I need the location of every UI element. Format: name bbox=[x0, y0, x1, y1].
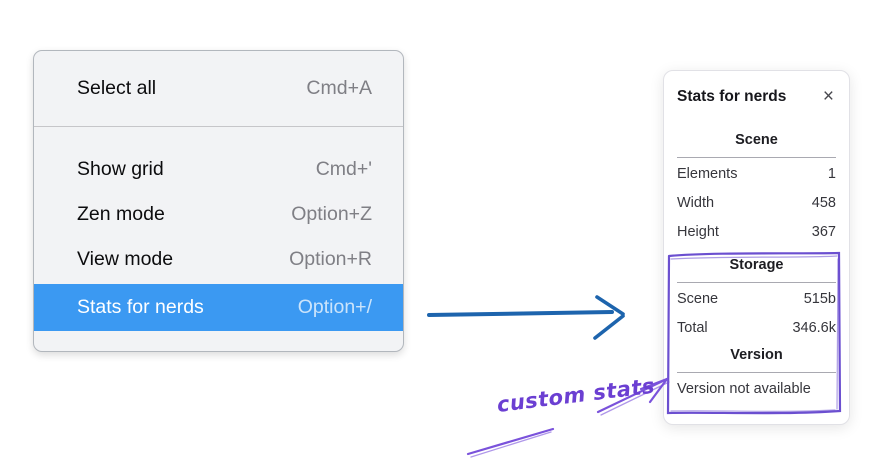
version-note: Version not available bbox=[677, 381, 811, 397]
menu-group-top: Select all Cmd+A bbox=[34, 51, 403, 126]
section-divider bbox=[677, 282, 836, 283]
panel-title-row: Stats for nerds × bbox=[677, 86, 836, 108]
stat-label: Elements bbox=[677, 166, 738, 182]
menu-item-shortcut: Cmd+' bbox=[315, 158, 372, 180]
stat-label: Scene bbox=[677, 291, 719, 307]
close-icon[interactable]: × bbox=[822, 86, 834, 107]
panel-title: Stats for nerds bbox=[677, 88, 787, 105]
stat-value: 1 bbox=[827, 166, 836, 182]
stat-label: Height bbox=[677, 224, 719, 240]
stat-row-total-storage: Total 346.6k bbox=[677, 314, 836, 343]
menu-item-label: Select all bbox=[77, 77, 157, 99]
menu-item-shortcut: Option+R bbox=[289, 248, 372, 270]
stat-label: Total bbox=[677, 320, 708, 336]
context-menu: Select all Cmd+A Show grid Cmd+' Zen mod… bbox=[33, 50, 404, 352]
menu-item-select-all[interactable]: Select all Cmd+A bbox=[34, 66, 403, 111]
menu-item-view-mode[interactable]: View mode Option+R bbox=[34, 237, 403, 282]
stat-row-scene-storage: Scene 515b bbox=[677, 285, 836, 314]
stat-row-elements: Elements 1 bbox=[677, 160, 836, 189]
menu-item-shortcut: Option+Z bbox=[291, 203, 372, 225]
menu-item-stats-for-nerds[interactable]: Stats for nerds Option+/ bbox=[34, 284, 403, 331]
stat-value: 458 bbox=[811, 195, 836, 211]
section-divider bbox=[677, 372, 836, 373]
menu-item-label: Show grid bbox=[77, 158, 164, 180]
menu-item-show-grid[interactable]: Show grid Cmd+' bbox=[34, 147, 403, 192]
highlight-box-icon bbox=[666, 251, 842, 415]
section-header-scene: Scene bbox=[735, 132, 778, 148]
menu-item-label: Zen mode bbox=[77, 203, 165, 225]
stat-value: 515b bbox=[803, 291, 836, 307]
menu-item-shortcut: Cmd+A bbox=[306, 77, 372, 99]
stat-row-width: Width 458 bbox=[677, 189, 836, 218]
menu-item-label: Stats for nerds bbox=[77, 296, 204, 318]
menu-item-zen-mode[interactable]: Zen mode Option+Z bbox=[34, 192, 403, 237]
stat-value: 367 bbox=[811, 224, 836, 240]
section-header-storage: Storage bbox=[729, 257, 784, 273]
annotation-arrow-icon bbox=[466, 377, 670, 458]
section-divider bbox=[677, 157, 836, 158]
stat-value: 346.6k bbox=[792, 320, 836, 336]
menu-divider bbox=[34, 126, 403, 127]
stat-row-height: Height 367 bbox=[677, 218, 836, 247]
menu-item-shortcut: Option+/ bbox=[297, 296, 372, 318]
stats-for-nerds-panel: Stats for nerds × Scene Elements 1 Width… bbox=[663, 70, 850, 425]
section-header-version: Version bbox=[730, 347, 783, 363]
stat-label: Width bbox=[677, 195, 715, 211]
menu-item-label: View mode bbox=[77, 248, 174, 270]
flow-arrow-icon bbox=[427, 295, 625, 340]
menu-group-bottom: Show grid Cmd+' Zen mode Option+Z View m… bbox=[34, 127, 403, 331]
